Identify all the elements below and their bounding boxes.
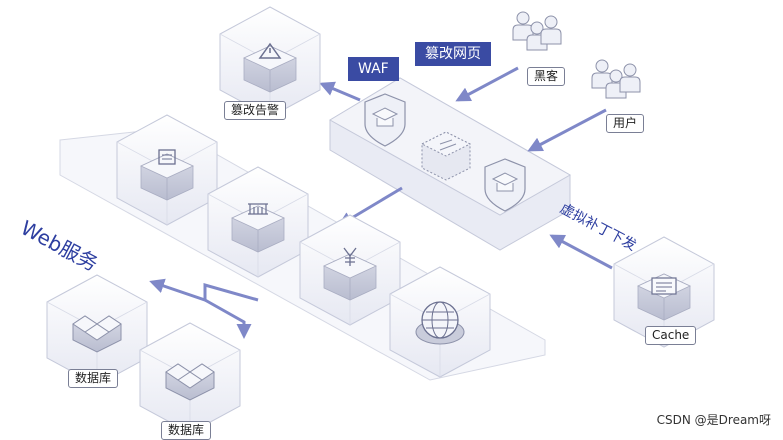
hacker-label: 黑客 — [527, 67, 566, 86]
user-label: 用户 — [606, 114, 645, 133]
person-group-icon — [512, 11, 562, 51]
arrow-waf-to-alert — [319, 81, 361, 102]
database-cluster-icon — [72, 315, 122, 353]
database-cluster-icon — [165, 363, 215, 401]
cache-node — [613, 236, 715, 348]
warning-triangle-icon — [258, 42, 282, 59]
arrow-cache-to-waf — [549, 234, 613, 270]
database-node-2 — [139, 322, 241, 434]
database-label-2: 数据库 — [161, 421, 212, 440]
web-node-yen — [299, 214, 401, 326]
person-group-icon — [591, 59, 641, 99]
hacker-group — [512, 11, 562, 51]
waf-shield-right — [484, 158, 526, 212]
arrow-hacker-to-waf — [455, 66, 519, 102]
building-icon — [248, 203, 268, 215]
waf-shield-left — [364, 93, 406, 147]
shield-icon — [364, 93, 406, 147]
arrow-web-to-database — [149, 278, 259, 339]
user-group — [591, 59, 641, 99]
web-node-building — [207, 166, 309, 278]
database-node-1 — [46, 274, 148, 386]
web-node-globe — [389, 266, 491, 378]
shield-icon — [484, 158, 526, 212]
tamper-alert-label: 篡改告警 — [224, 101, 287, 120]
waf-shredded-page — [420, 131, 472, 181]
watermark: CSDN @是Dream呀 — [656, 413, 771, 427]
globe-icon — [415, 301, 465, 345]
tamper-page-label: 篡改网页 — [415, 42, 491, 66]
waf-label: WAF — [348, 57, 399, 81]
database-label-1: 数据库 — [68, 369, 119, 388]
document-icon — [651, 277, 677, 295]
arrow-user-to-waf — [527, 108, 607, 152]
shredded-page-icon — [420, 131, 472, 181]
yen-icon — [343, 247, 357, 266]
server-icon — [158, 149, 176, 165]
cache-label: Cache — [645, 326, 697, 345]
web-node-server — [116, 114, 218, 226]
tamper-alert-node — [219, 6, 321, 118]
